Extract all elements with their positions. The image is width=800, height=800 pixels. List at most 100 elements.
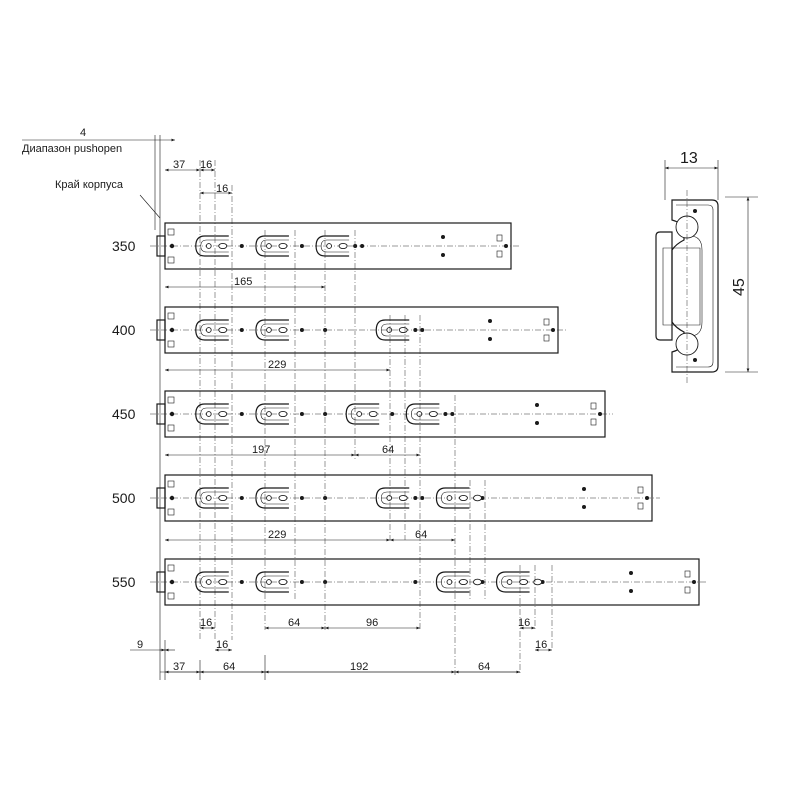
- clip-slot: [218, 494, 228, 502]
- slide-row-500: 500: [112, 474, 660, 522]
- clip-screw-hole: [239, 244, 244, 248]
- clip-screw-hole: [299, 496, 304, 500]
- clip-hole: [205, 579, 212, 585]
- clip-slot: [458, 494, 468, 502]
- rail-body: [164, 558, 700, 606]
- profile-section: 13 45: [655, 150, 758, 385]
- clip-inner: [501, 575, 530, 589]
- clip-hole: [386, 495, 393, 501]
- clip-inner: [260, 491, 289, 505]
- mount-clip: [345, 403, 395, 425]
- rear-hole-bottom: [535, 421, 539, 425]
- front-tab-top: [167, 396, 175, 404]
- dim-229-a: 229: [268, 359, 286, 371]
- mount-clip: [255, 571, 304, 593]
- clip-outline: [435, 571, 470, 593]
- rear-hole: [692, 580, 696, 584]
- clip-outline: [195, 403, 229, 425]
- mount-clip: [315, 235, 365, 257]
- mount-clip: [435, 571, 485, 593]
- rear-tab-bottom: [543, 334, 550, 342]
- screw-hole: [443, 412, 448, 416]
- cabinet-edge-note: Край корпуса: [55, 179, 161, 219]
- rear-tab-bottom: [637, 502, 644, 510]
- rear-tab-bottom: [496, 250, 503, 258]
- dim-bottom-16c: 16: [518, 617, 530, 629]
- mount-clip: [435, 487, 485, 509]
- profile-height: 45: [731, 278, 748, 296]
- clip-hole: [386, 327, 393, 333]
- clip-hole: [266, 579, 272, 585]
- mount-clip: [255, 235, 304, 257]
- clip-slot: [458, 578, 468, 586]
- mount-clip: [255, 487, 304, 509]
- front-tab-top: [167, 228, 175, 236]
- clip-outline: [195, 235, 229, 257]
- clip-inner: [200, 575, 229, 589]
- clip-outline: [255, 235, 289, 257]
- rear-tab-top: [543, 318, 550, 326]
- clip-inner: [260, 407, 289, 421]
- clip-hole: [205, 327, 212, 333]
- clip-hole: [446, 495, 453, 501]
- clip-hole: [506, 579, 513, 585]
- clip-screw-hole: [299, 580, 304, 584]
- front-hole: [169, 495, 175, 501]
- row-label-500: 500: [112, 490, 136, 506]
- front-tab-bottom: [167, 508, 175, 516]
- mount-clip: [195, 403, 244, 425]
- pushopen-note: 4 Диапазон pushopen: [22, 127, 175, 155]
- clip-screw-hole: [420, 328, 425, 332]
- clip-outline: [255, 571, 289, 593]
- rear-hole-top: [488, 319, 492, 323]
- slide-rows: 350 400 450 500 550: [112, 222, 707, 606]
- dim-165: 165: [234, 276, 252, 288]
- clip-outline: [195, 571, 229, 593]
- rear-hole-bottom: [488, 337, 492, 341]
- clip-inner: [200, 239, 229, 253]
- clip-hole: [326, 243, 332, 249]
- clip-screw-hole: [299, 412, 304, 416]
- dim-bottom-9: 9: [137, 639, 143, 651]
- extension-lines: [264, 230, 486, 675]
- row-label-450: 450: [112, 406, 136, 422]
- mount-clip: [405, 403, 455, 425]
- top-dimensions: 37 16 16: [165, 159, 233, 640]
- row-label-550: 550: [112, 574, 136, 590]
- clip-screw-hole: [239, 496, 244, 500]
- dim-bottom-64b: 64: [223, 661, 235, 673]
- clip-inner: [380, 323, 410, 337]
- clip-outline: [255, 403, 289, 425]
- clip-screw-hole: [450, 412, 455, 416]
- rear-hole: [598, 412, 602, 416]
- dim-bottom-16a: 16: [200, 617, 212, 629]
- clip-hole: [446, 579, 453, 585]
- clip-hole: [266, 411, 272, 417]
- mount-clip: [375, 487, 425, 509]
- clip-slot: [398, 326, 408, 334]
- row-label-350: 350: [112, 238, 136, 254]
- rear-hole-bottom: [629, 589, 633, 593]
- front-tab-bottom: [167, 340, 175, 348]
- clip-inner: [411, 407, 440, 421]
- clip-screw-hole: [239, 328, 244, 332]
- rear-tab-bottom: [684, 586, 691, 594]
- row-label-400: 400: [112, 322, 136, 338]
- clip-slot: [278, 578, 288, 586]
- clip-inner: [260, 323, 289, 337]
- front-hole: [169, 327, 175, 333]
- bottom-dimensions: 16 16 64 96 16 16 9 37 64 192 64: [130, 565, 553, 680]
- clip-hole: [205, 411, 212, 417]
- clip-outline: [195, 319, 229, 341]
- clip-hole: [205, 243, 212, 249]
- front-hole: [169, 411, 175, 417]
- clip-inner: [260, 575, 289, 589]
- front-hole: [169, 579, 175, 585]
- clip-hole: [416, 411, 423, 417]
- rear-tab-top: [590, 402, 597, 410]
- slide-row-400: 400: [112, 306, 566, 354]
- clip-inner: [380, 491, 410, 505]
- clip-slot: [278, 326, 288, 334]
- clip-outline: [495, 571, 530, 593]
